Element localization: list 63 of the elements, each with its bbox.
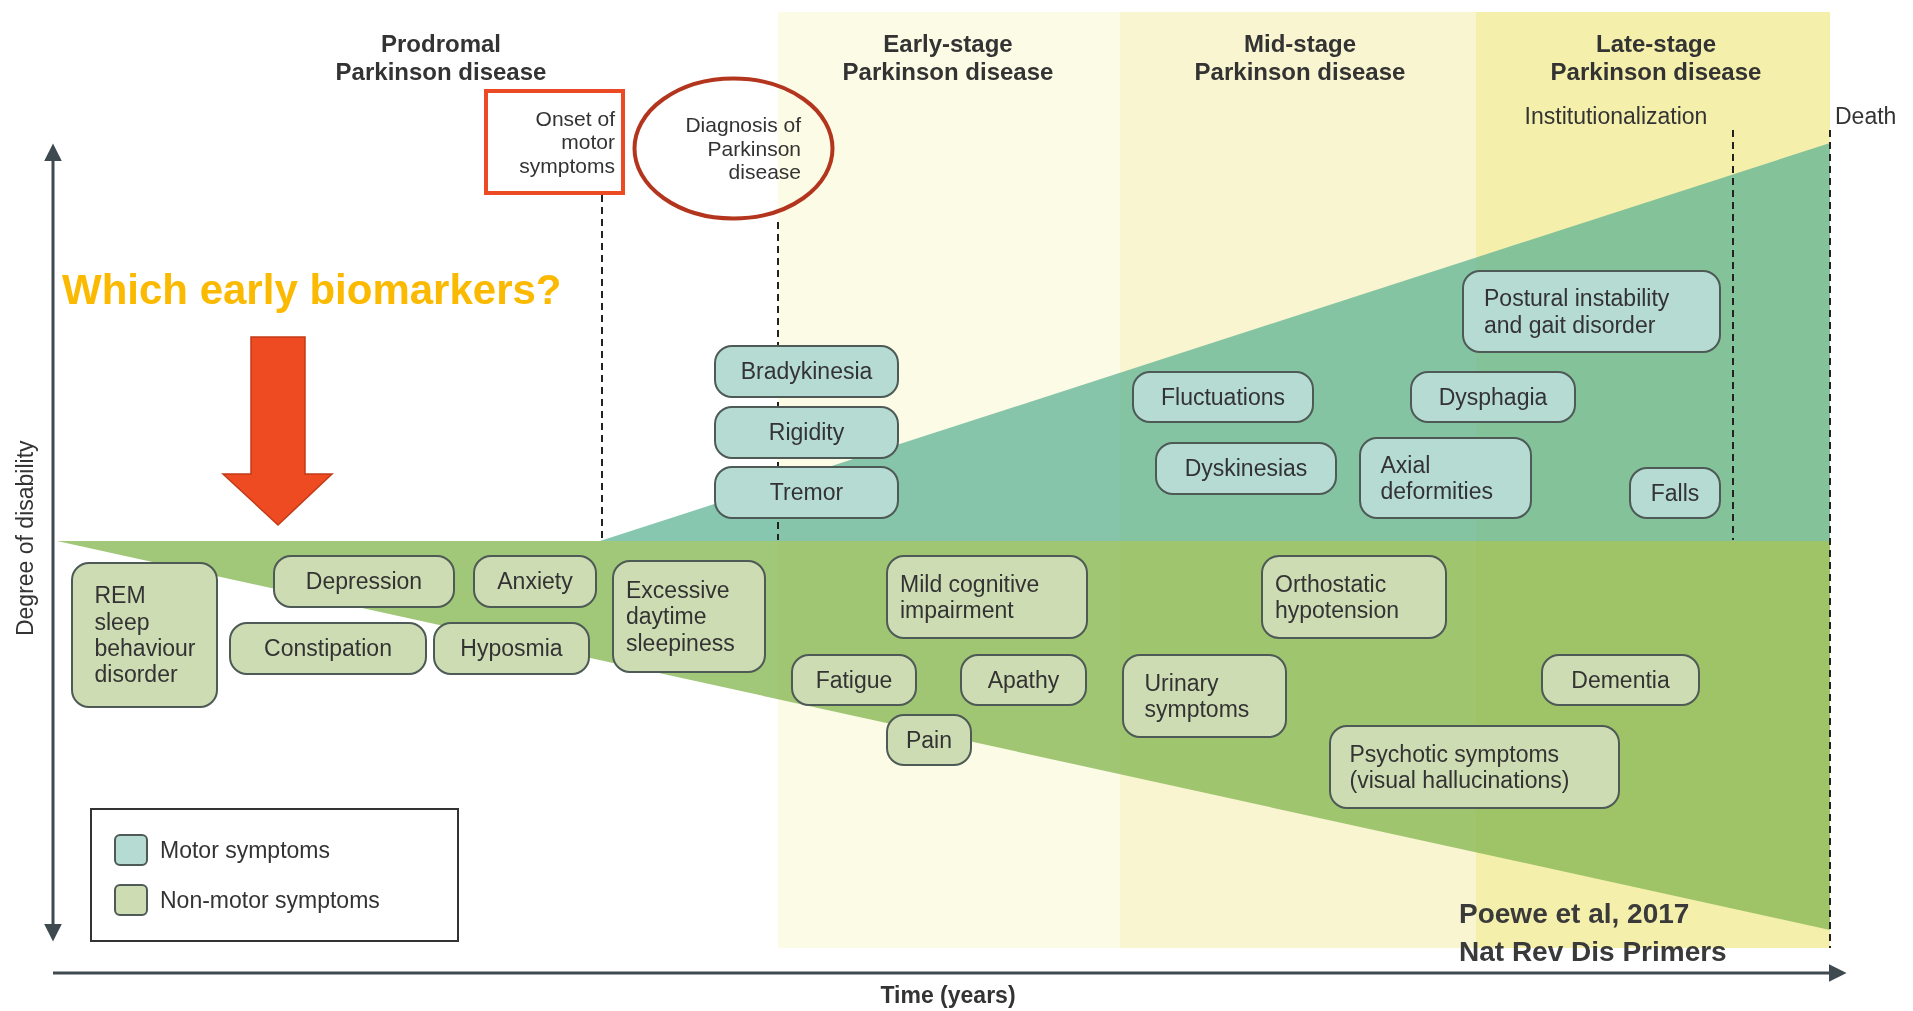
symptom-label: Postural instability and gait disorder (1484, 285, 1671, 338)
legend-label: Non-motor symptoms (160, 886, 380, 914)
symptom-box (791, 654, 917, 706)
symptom-label: Excessive daytime sleepiness (626, 576, 736, 657)
symptom-box (714, 466, 899, 519)
symptom-box (1462, 270, 1721, 353)
symptom-label: Psychotic symptoms (visual hallucinations) (1349, 740, 1571, 794)
symptom-label: Rigidity (768, 419, 845, 446)
symptom-label: Hyposmia (460, 635, 563, 662)
marker-ellipse (632, 76, 835, 221)
milestone-label: Onset of motor symptoms (518, 106, 615, 178)
symptom-box (1155, 442, 1337, 495)
citation-text: Nat Rev Dis Primers (1459, 936, 1728, 969)
symptom-label: Anxiety (497, 568, 573, 595)
milestone-label: Diagnosis of Parkinson disease (684, 113, 801, 184)
axis-title: Degree of disability (11, 439, 39, 639)
symptom-label: Dementia (1571, 666, 1670, 694)
milestone-label: Death (1835, 103, 1898, 130)
milestone-label: Institutionalization (1523, 103, 1709, 130)
symptom-box (714, 406, 899, 459)
symptom-label: Dyskinesias (1184, 455, 1308, 482)
stage-heading: Prodromal Parkinson disease (334, 30, 548, 86)
symptom-label: Fatigue (815, 666, 893, 694)
symptom-box (1359, 437, 1532, 519)
symptom-box (433, 622, 590, 675)
symptom-box (229, 622, 427, 675)
symptom-box (1629, 467, 1721, 519)
symptom-box (714, 345, 899, 398)
symptom-label: Pain (905, 726, 952, 754)
symptom-label: REM sleep behaviour disorder (94, 582, 195, 688)
symptom-box (473, 555, 597, 608)
symptom-label: Falls (1650, 479, 1700, 507)
symptom-label: Constipation (264, 635, 392, 662)
symptom-label: Depression (305, 568, 423, 595)
axis-title: Time (years) (879, 982, 1017, 1009)
symptom-box (1132, 371, 1314, 423)
symptom-label: Apathy (987, 666, 1060, 694)
symptom-label: Mild cognitive impairment (900, 570, 1041, 624)
symptom-box (886, 714, 972, 766)
symptom-box (886, 555, 1088, 639)
symptom-label: Tremor (769, 479, 844, 506)
citation-text: Poewe et al, 2017 (1459, 898, 1691, 931)
symptom-label: Urinary symptoms (1144, 669, 1251, 723)
symptom-box (1122, 654, 1287, 738)
legend-label: Motor symptoms (160, 836, 330, 864)
symptom-box (612, 560, 766, 673)
symptom-label: Bradykinesia (740, 358, 873, 385)
symptom-box (1261, 555, 1447, 639)
symptom-box (1541, 654, 1700, 706)
symptom-label: Fluctuations (1161, 383, 1285, 411)
stage-heading: Late-stage Parkinson disease (1549, 30, 1763, 86)
symptom-box (273, 555, 455, 608)
marker-box (484, 89, 625, 195)
symptom-label: Orthostatic hypotension (1275, 570, 1401, 624)
symptom-box (71, 562, 218, 708)
symptom-box (1329, 725, 1620, 809)
symptom-label: Dysphagia (1438, 383, 1548, 411)
symptom-label: Axial deformities (1380, 451, 1494, 505)
stage-heading: Early-stage Parkinson disease (841, 30, 1055, 86)
symptom-box (960, 654, 1087, 706)
question-text: Which early biomarkers? (62, 266, 563, 315)
stage-heading: Mid-stage Parkinson disease (1193, 30, 1407, 86)
symptom-box (1410, 371, 1576, 423)
